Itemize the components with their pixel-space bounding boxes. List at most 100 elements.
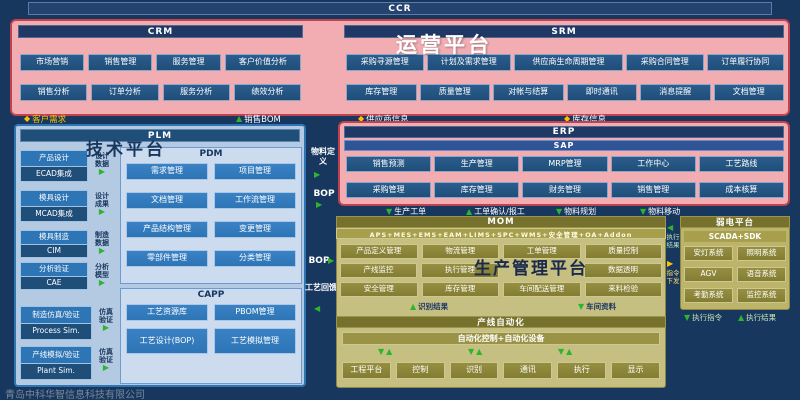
mom-row3: 安全管理 库存管理 车间配送管理 来料检验 (340, 282, 662, 297)
arrow-up-icon: ▲ (410, 301, 417, 311)
mom-header: MOM (336, 216, 666, 228)
link-label: 识别结果 (418, 302, 449, 311)
flow-tag-design-data: 设计数据 ▶ (92, 152, 112, 176)
module-sub: MCAD集成 (21, 205, 87, 221)
tech-platform-title: 技术平台 (86, 140, 166, 160)
arrow-left-icon: ◀ (667, 223, 674, 232)
link-label: 执行结果 (746, 313, 777, 322)
link-label: 执行指令 (692, 313, 723, 322)
mom-module-chip: 质量控制 (584, 244, 662, 259)
watermark: 青岛中科华智信息科技有限公司 (5, 390, 145, 400)
weak-row3: 考勤系统 监控系统 (684, 288, 786, 303)
plm-module-mold-design: 模具设计 MCAD集成 (20, 190, 88, 222)
link-label: 物料规划 (564, 207, 597, 216)
sap-subheader: SAP (344, 140, 784, 151)
arrow-right-icon: ▶ (314, 170, 321, 179)
module-sub: CAE (21, 275, 87, 289)
arrow-right-icon: ▶ (316, 200, 323, 209)
link-label: 供应商信息 (366, 115, 409, 125)
pdm-module-chip: 工作流管理 (214, 192, 296, 209)
link-process-feedback: 工艺回馈 (305, 283, 337, 292)
arrow-right-icon: ▶ (98, 278, 106, 288)
tag-label: 分析模型 (95, 263, 109, 280)
link-label: 车间资料 (586, 302, 617, 311)
arrow-down-icon: ▼ (578, 301, 585, 311)
crm-module-chip: 客户价值分析 (224, 54, 301, 71)
arrow-right-icon: ▶ (102, 323, 110, 333)
arrow-down-icon: ▼ (640, 206, 647, 216)
link-exec-result-bottom: ▲ 执行结果 (738, 312, 776, 323)
plm-module-mold-manufacture: 模具制造 CIM (20, 230, 88, 258)
pdm-module-chip: 产品结构管理 (126, 221, 208, 238)
link-material-movement: ▼ 物料移动 (640, 206, 680, 217)
link-supplier-info: ◆ 供应商信息 (358, 113, 409, 126)
mom-module-chip: 来料检验 (584, 282, 662, 297)
srm-row1: 采购寻源管理 计划及需求管理 供应商生命周期管理 采购合同管理 订单履行协同 (346, 54, 784, 71)
erp-module-chip: 生产管理 (434, 156, 520, 172)
erp-module-chip: 库存管理 (434, 182, 520, 198)
plm-header: PLM (20, 129, 300, 142)
arrow-down-icon: ▼ (468, 347, 475, 356)
weak-current-subheader: SCADA+SDK (684, 231, 786, 242)
srm-module-chip: 库存管理 (346, 84, 417, 101)
pdm-module-chip: 零部件管理 (126, 250, 208, 267)
arrow-up-icon: ▲ (386, 347, 393, 356)
link-exec-command: ▼ 执行指令 (684, 312, 722, 323)
arrow-up-icon: ▲ (476, 347, 483, 356)
crm-module-chip: 绩效分析 (233, 84, 301, 101)
erp-row1: 销售预测 生产管理 MRP管理 工作中心 工艺路线 (346, 156, 785, 172)
crm-module-chip: 服务管理 (156, 54, 221, 71)
link-inventory-info: ◆ 库存信息 (564, 113, 606, 126)
link-material-definition: 物料定义 (311, 147, 335, 166)
arrow-up-icon: ▲ (236, 114, 243, 123)
link-customer-demand: ◆ 客户需求 (24, 113, 66, 126)
automation-module-chip: 显示 (611, 362, 660, 379)
link-label: 销售BOM (244, 115, 281, 125)
weak-row2: AGV 语音系统 (684, 267, 786, 282)
flow-tag-sim-verify-1: 仿真验证 ▶ (96, 308, 116, 332)
capp-module-chip: 工艺资源库 (126, 304, 208, 321)
mom-module-chip: 产品定义管理 (340, 244, 418, 259)
automation-flow-arrows: ▼ ▲ (378, 348, 392, 356)
link-bop-top: BOP (313, 189, 335, 199)
capp-module-chip: 工艺模拟管理 (214, 328, 296, 354)
automation-header: 产线自动化 (336, 316, 666, 328)
srm-row2: 库存管理 质量管理 对帐与结算 即时通讯 消息提醒 文档管理 (346, 84, 784, 101)
automation-flow-arrows: ▼ ▲ (468, 348, 482, 356)
crm-module-chip: 订单分析 (91, 84, 159, 101)
weak-module-chip: AGV (684, 267, 733, 282)
flow-tag-sim-verify-2: 仿真验证 ▶ (96, 348, 116, 372)
tag-label: 制造数据 (95, 231, 109, 248)
automation-module-chip: 执行 (557, 362, 607, 379)
mom-module-chip: 库存管理 (421, 282, 499, 297)
capp-row2: 工艺设计(BOP) 工艺模拟管理 (126, 328, 296, 354)
arrow-right-icon: ▶ (667, 259, 674, 268)
weak-module-chip: 安灯系统 (684, 246, 733, 261)
link-label: 工单确认/报工 (474, 207, 525, 216)
module-title: 产品设计 (21, 151, 87, 166)
link-exec-result-side: 执行结果 (666, 233, 680, 249)
arrow-left-icon: ◀ (314, 304, 321, 313)
crm-row1: 市场营销 销售管理 服务管理 客户价值分析 (20, 54, 301, 71)
weak-module-chip: 照明系统 (737, 246, 786, 261)
automation-flow-arrows: ▼ ▲ (558, 348, 572, 356)
pdm-row2: 文档管理 工作流管理 (126, 192, 296, 209)
erp-module-chip: 销售预测 (346, 156, 432, 172)
mom-module-chip: 车间配送管理 (503, 282, 581, 297)
crm-module-chip: 市场营销 (20, 54, 85, 71)
module-title: 模具设计 (21, 191, 87, 206)
pdm-row4: 零部件管理 分类管理 (126, 250, 296, 267)
module-sub: ECAD集成 (21, 165, 87, 181)
weak-module-chip: 考勤系统 (684, 288, 733, 303)
pdm-module-chip: 分类管理 (214, 250, 296, 267)
plm-module-plant-sim: 产线模拟/验证 Plant Sim. (20, 346, 92, 380)
link-recognition-result: ▲ 识别结果 (410, 301, 448, 312)
capp-module-chip: 工艺设计(BOP) (126, 328, 208, 354)
tag-label: 设计成果 (95, 192, 109, 209)
arrow-right-icon: ▶ (98, 167, 106, 177)
srm-module-chip: 消息提醒 (640, 84, 711, 101)
automation-module-chip: 通讯 (503, 362, 553, 379)
erp-module-chip: 财务管理 (522, 182, 608, 198)
automation-row: 工程平台 控制 识别 通讯 执行 显示 (342, 362, 660, 379)
